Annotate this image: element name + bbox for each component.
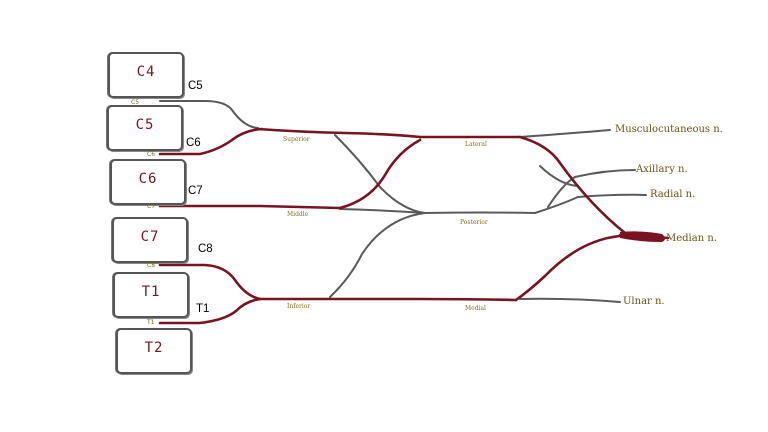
vertebra-label: C7 [140, 229, 160, 245]
root-exit-label-c7: C7 [147, 203, 156, 210]
cord-label-medial: Medial [465, 305, 486, 312]
vertebra-c6: C6 [110, 159, 186, 205]
c7-posterior-branch-path [339, 208, 426, 214]
lateral-to-median-path [518, 135, 627, 235]
vertebra-t1: T1 [113, 272, 189, 318]
cord-label-posterior: Posterior [460, 219, 488, 226]
medial-to-median-path [514, 234, 622, 302]
c5-root-path [159, 100, 259, 129]
superior-trunk-path [256, 127, 422, 139]
cord-label-lateral: Lateral [465, 141, 487, 148]
inferior-to-posterior-path [329, 212, 426, 298]
axillary-nerve-path [547, 169, 636, 208]
nerve-label-axillary: Axillary n. [636, 164, 688, 175]
vertebra-label: T1 [141, 284, 161, 300]
trunk-label-superior: Superior [283, 136, 310, 143]
root-exit-label-c5: C5 [131, 99, 140, 106]
middle-to-lateral-path [338, 138, 422, 210]
root-exit-label-t1: T1 [147, 319, 155, 326]
median-junction-blob [620, 231, 665, 242]
posterior-cord-path [424, 211, 536, 214]
lateral-to-posterior-branch-path [539, 165, 579, 187]
nerve-label-musculocutaneous: Musculocutaneous n. [615, 124, 723, 135]
nerve-label-ulnar: Ulnar n. [623, 296, 665, 307]
root-label-t1: T1 [196, 303, 210, 315]
t1-root-path [158, 297, 262, 325]
nerve-label-radial: Radial n. [650, 189, 696, 200]
vertebra-label: C6 [138, 171, 158, 187]
vertebra-c4: C4 [108, 52, 184, 98]
root-label-c5: C5 [188, 80, 203, 92]
vertebra-label: C5 [135, 117, 155, 133]
trunk-label-inferior: Inferior [287, 303, 311, 310]
root-label-c7: C7 [188, 185, 203, 197]
radial-nerve-path [534, 193, 647, 214]
trunk-label-middle: Middle [287, 211, 309, 218]
c7-root-path [158, 204, 342, 210]
inferior-trunk-path [256, 297, 518, 302]
vertebra-label: C4 [136, 64, 156, 80]
vertebra-label: T2 [144, 340, 164, 356]
ulnar-nerve-path [519, 297, 621, 303]
root-label-c8: C8 [198, 243, 213, 255]
c6-root-path [158, 127, 264, 156]
superior-to-posterior-path [334, 134, 426, 214]
musculocutaneous-nerve-path [519, 129, 611, 138]
vertebra-c5: C5 [107, 105, 183, 151]
nerve-label-median: Median n. [666, 233, 717, 244]
vertebra-t2: T2 [116, 328, 192, 374]
root-label-c6: C6 [186, 137, 201, 149]
root-exit-label-c8: C8 [147, 262, 156, 269]
root-exit-label-c6: C6 [147, 151, 156, 158]
c8-root-path [158, 263, 262, 301]
vertebra-c7: C7 [112, 217, 188, 263]
